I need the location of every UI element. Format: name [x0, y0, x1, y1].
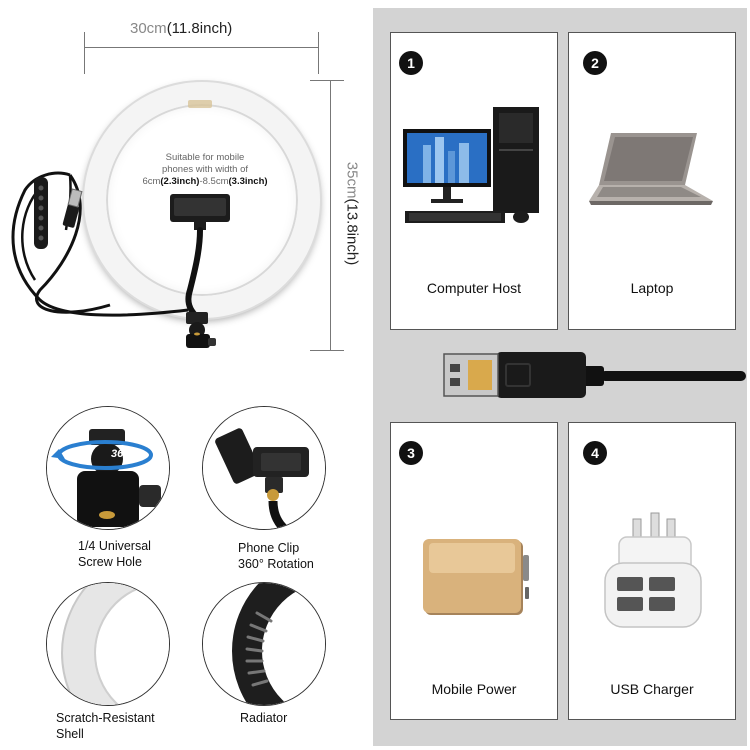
- usb-charger-icon: [604, 512, 702, 628]
- ball-head-icon: [47, 407, 169, 529]
- device-label-mobile-power: Mobile Power: [431, 681, 517, 697]
- number-badge-3: 3: [399, 441, 423, 465]
- height-dimension-line: [330, 80, 331, 350]
- number-badge-1: 1: [399, 51, 423, 75]
- screw-hole-caption: 1/4 Universal Screw Hole: [78, 539, 151, 569]
- width-dimension-label: 30cm(11.8inch): [130, 20, 233, 37]
- height-dimension-tick-top: [310, 80, 344, 81]
- device-card-mobile-power: 3 Mobile Power: [390, 422, 558, 720]
- shell-icon: [47, 583, 169, 705]
- ring-stand-illustration: [11, 171, 230, 348]
- number-badge-4: 4: [583, 441, 607, 465]
- width-dimension-line: [84, 47, 318, 48]
- desktop-computer-icon: [403, 107, 539, 223]
- height-dimension-tick-bottom: [310, 350, 344, 351]
- radiator-caption: Radiator: [240, 711, 288, 725]
- radiator-icon: [203, 583, 325, 705]
- phone-width-note: Suitable for mobile phones with width of…: [142, 152, 268, 187]
- laptop-icon: [589, 133, 713, 205]
- device-label-computer-host: Computer Host: [426, 280, 522, 296]
- usb-cable-icon: [443, 352, 746, 398]
- device-label-usb-charger: USB Charger: [610, 681, 694, 697]
- radiator-detail: [202, 582, 326, 706]
- ring-top-mount: [188, 100, 212, 108]
- width-dimension-tick-left: [84, 32, 85, 74]
- power-bank-icon: [423, 539, 529, 615]
- shell-detail: [46, 582, 170, 706]
- width-dimension-tick-right: [318, 32, 319, 74]
- device-card-computer-host: 1 Computer Host: [390, 32, 558, 330]
- device-card-laptop: 2 Laptop: [568, 32, 736, 330]
- screw-hole-detail: 360°: [46, 406, 170, 530]
- shell-caption: Scratch-Resistant Shell: [56, 711, 155, 741]
- phone-clip-icon: [203, 407, 325, 529]
- rotation-badge: 360°: [111, 448, 134, 460]
- device-label-laptop: Laptop: [630, 280, 674, 296]
- phone-clip-detail: [202, 406, 326, 530]
- number-badge-2: 2: [583, 51, 607, 75]
- device-card-usb-charger: 4 USB Charger: [568, 422, 736, 720]
- phone-clip-caption: Phone Clip 360° Rotation: [238, 541, 314, 571]
